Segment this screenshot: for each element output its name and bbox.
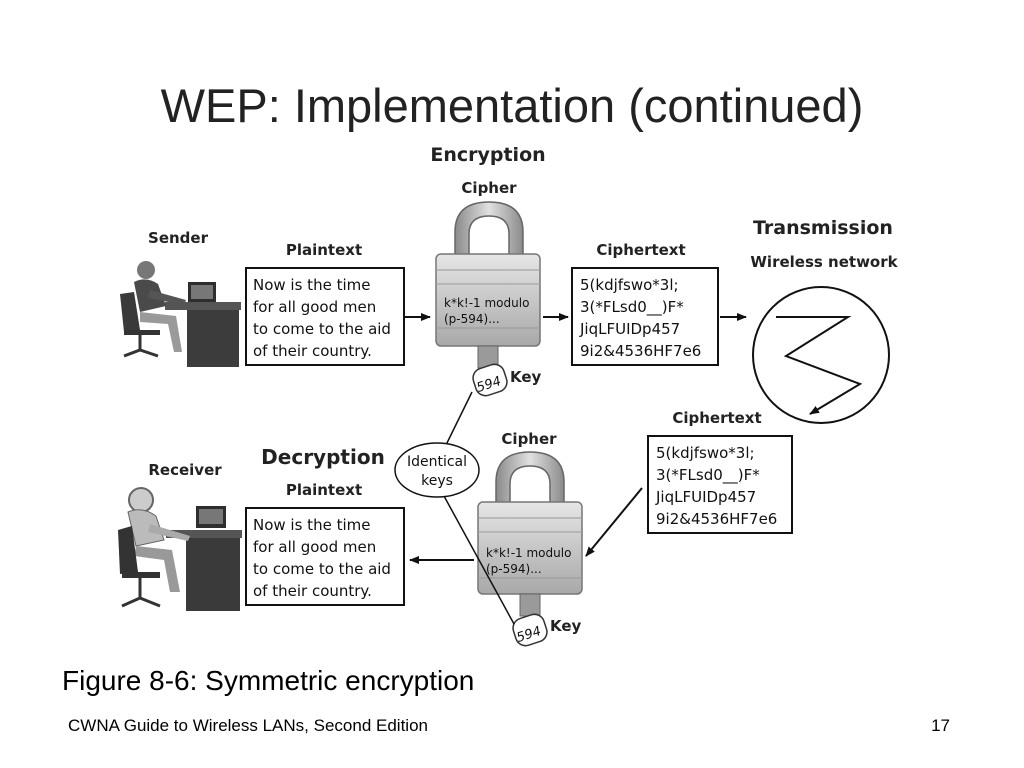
plaintext-label-encryption: Plaintext xyxy=(286,241,362,259)
ciphertext-encryption-line-1: 5(kdjfswo*3l; xyxy=(580,276,679,294)
receiver-illustration xyxy=(118,487,242,611)
plaintext-box-decryption xyxy=(245,507,405,606)
plaintext-box-encryption xyxy=(245,267,405,366)
key-label-decryption: Key xyxy=(550,617,582,635)
plaintext-encryption-line-1: Now is the time xyxy=(253,276,370,294)
key-label-encryption: Key xyxy=(510,368,542,386)
transmission-heading: Transmission xyxy=(753,217,893,239)
ciphertext-decryption-line-1: 5(kdjfswo*3l; xyxy=(656,444,755,462)
decryption-cipher-lock-icon xyxy=(477,451,583,617)
cipher-formula-line-1-encryption: k*k!-1 modulo xyxy=(444,296,529,310)
plaintext-decryption-line-3: to come to the aid xyxy=(253,560,391,578)
plaintext-decryption-line-2: for all good men xyxy=(253,538,376,556)
ciphertext-decryption-line-2: 3(*FLsd0__)F* xyxy=(656,466,760,485)
identical-keys-line-1: Identical xyxy=(407,454,467,470)
wireless-signal-zigzag xyxy=(776,316,863,415)
plaintext-encryption-line-4: of their country. xyxy=(253,342,372,360)
ciphertext-lines-decryption: 5(kdjfswo*3l; 3(*FLsd0__)F* JiqLFUIDp457 9i… xyxy=(655,444,777,528)
identical-keys-line-2: keys xyxy=(421,473,453,489)
ciphertext-encryption-line-4: 9i2&4536HF7e6 xyxy=(580,342,701,360)
cipher-formula-line-2-decryption: (p-594)... xyxy=(486,562,542,576)
ciphertext-lines-encryption: 5(kdjfswo*3l; 3(*FLsd0__)F* JiqLFUIDp457 9i… xyxy=(579,276,701,360)
ciphertext-box-encryption xyxy=(571,267,719,366)
plaintext-lines-encryption: Now is the time for all good men to come t… xyxy=(253,276,391,360)
arrow-ciphertext-to-decipher xyxy=(585,487,643,557)
key-tag-decryption: 594 xyxy=(515,624,543,646)
ciphertext-box-decryption xyxy=(647,435,793,534)
wireless-network-label: Wireless network xyxy=(750,253,898,271)
receiver-label: Receiver xyxy=(148,461,222,479)
ciphertext-decryption-line-3: JiqLFUIDp457 xyxy=(655,488,756,506)
sender-label: Sender xyxy=(148,229,209,247)
cipher-label-decryption: Cipher xyxy=(501,430,557,448)
plaintext-label-decryption: Plaintext xyxy=(286,481,362,499)
wireless-network-circle xyxy=(752,286,890,424)
plaintext-encryption-line-3: to come to the aid xyxy=(253,320,391,338)
figure-caption: Figure 8-6: Symmetric encryption xyxy=(62,665,475,696)
decryption-heading: Decryption xyxy=(261,445,385,469)
cipher-formula-line-1-decryption: k*k!-1 modulo xyxy=(486,546,571,560)
encryption-heading: Encryption xyxy=(430,144,545,166)
sender-illustration xyxy=(120,261,241,367)
ciphertext-label-decryption: Ciphertext xyxy=(672,409,761,427)
page-number: 17 xyxy=(931,716,950,735)
plaintext-decryption-line-1: Now is the time xyxy=(253,516,370,534)
ciphertext-decryption-line-4: 9i2&4536HF7e6 xyxy=(656,510,777,528)
encryption-cipher-lock-icon xyxy=(435,201,541,369)
encryption-key-icon xyxy=(472,363,508,397)
footer-text: CWNA Guide to Wireless LANs, Second Edit… xyxy=(68,716,428,735)
identical-keys-ellipse xyxy=(394,442,480,498)
ciphertext-label-encryption: Ciphertext xyxy=(596,241,685,259)
plaintext-decryption-line-4: of their country. xyxy=(253,582,372,600)
plaintext-encryption-line-2: for all good men xyxy=(253,298,376,316)
ciphertext-encryption-line-3: JiqLFUIDp457 xyxy=(579,320,680,338)
ciphertext-encryption-line-2: 3(*FLsd0__)F* xyxy=(580,298,684,317)
slide-title: WEP: Implementation (continued) xyxy=(160,79,864,132)
cipher-label-encryption: Cipher xyxy=(461,179,517,197)
plaintext-lines-decryption: Now is the time for all good men to come t… xyxy=(253,516,391,600)
decryption-key-icon xyxy=(512,613,548,647)
key-tag-encryption: 594 xyxy=(475,374,503,396)
cipher-formula-line-2-encryption: (p-594)... xyxy=(444,312,500,326)
